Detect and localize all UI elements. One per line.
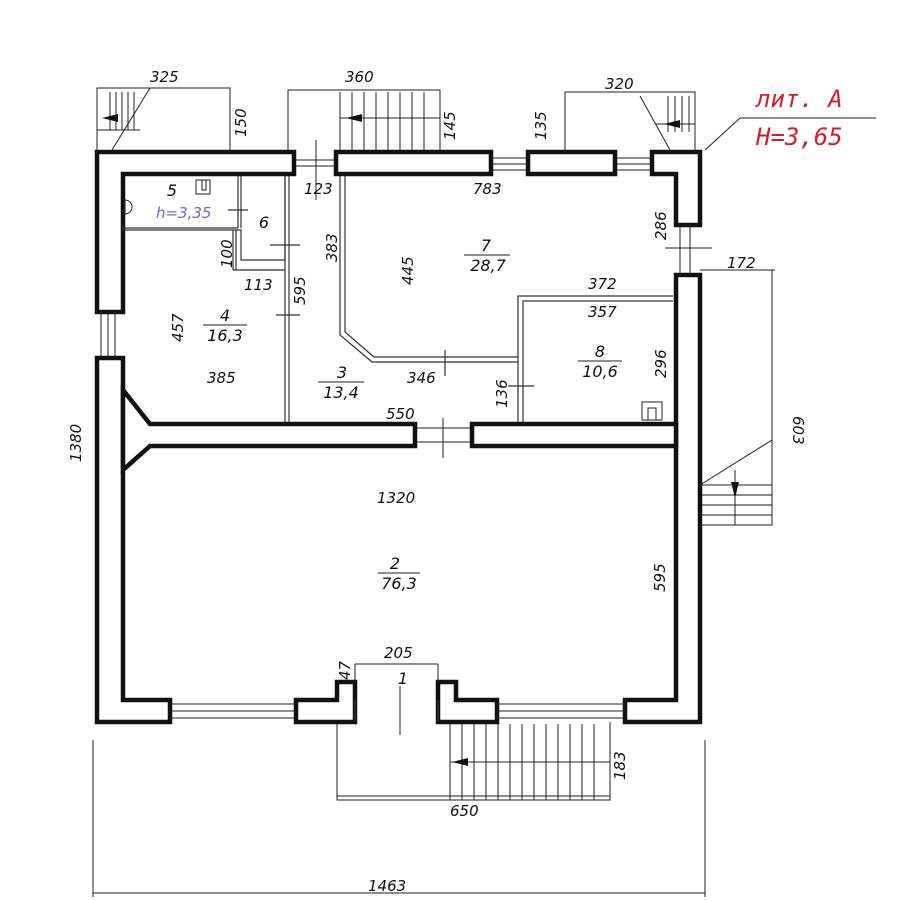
stair-top-left <box>96 87 231 151</box>
dim-hall-top: 550 <box>386 405 415 423</box>
room-8-number: 8 <box>595 342 605 361</box>
room-1-number: 1 <box>398 669 408 688</box>
dim-overall-height: 1380 <box>67 424 85 462</box>
room-labels: 2 76,3 7 28,7 4 16,3 3 13,4 8 10,6 5 h=3… <box>156 181 622 688</box>
dim-hall-width: 1320 <box>377 489 415 507</box>
dim-room4-width-b: 385 <box>207 369 236 387</box>
windows <box>100 140 712 735</box>
room-2-area: 76,3 <box>381 574 417 593</box>
dim-right-window: 286 <box>652 211 670 240</box>
outer-walls <box>94 149 703 725</box>
stair-top-mid <box>287 89 441 150</box>
building-label: лит. А H=3,65 <box>755 85 843 151</box>
dim-room3-width: 346 <box>407 369 436 387</box>
dim-room3-depth: 383 <box>323 233 341 262</box>
stair-arrow-icon <box>102 114 118 122</box>
interior-wall <box>120 383 679 476</box>
stair-right <box>699 269 773 526</box>
dim-room8-depth: 296 <box>652 349 670 378</box>
dim-top-stair-mid-depth: 145 <box>441 111 459 140</box>
stair-arrow-icon <box>731 482 739 498</box>
stair-arrow-icon <box>664 120 680 128</box>
room-7-area: 28,7 <box>470 256 506 275</box>
room-4-number: 4 <box>220 306 230 325</box>
room-2-number: 2 <box>390 554 400 573</box>
dim-entry-depth: 47 <box>336 660 354 680</box>
dim-top-stair-right-width: 320 <box>605 75 634 93</box>
dim-right-ext: 172 <box>727 254 756 272</box>
dim-hall-depth: 595 <box>651 563 669 592</box>
dim-overall-width: 1463 <box>368 877 406 895</box>
dim-entry-width: 205 <box>384 644 413 662</box>
dim-room7-depth: 445 <box>399 256 417 285</box>
room-4-area: 16,3 <box>207 326 243 345</box>
dim-room3-side: 136 <box>493 379 511 408</box>
room-8-area: 10,6 <box>582 362 618 381</box>
dim-top-stair-mid-width: 360 <box>345 68 374 86</box>
dim-room4-wall: 100 <box>218 239 236 268</box>
room-5-number: 5 <box>167 181 177 200</box>
dim-room7-width: 783 <box>473 180 502 198</box>
dim-room4-depth: 457 <box>169 313 187 342</box>
dim-room4-width: 113 <box>244 276 273 294</box>
dim-top-stair-left-depth: 150 <box>232 108 250 137</box>
room-6-number: 6 <box>259 213 269 232</box>
height-label: H=3,65 <box>755 123 843 151</box>
dim-top-stair-left-width: 325 <box>150 68 179 86</box>
dimension-lines <box>92 117 876 897</box>
dim-room8-top: 372 <box>588 275 617 293</box>
dim-top-stair-right-depth: 135 <box>532 111 550 140</box>
dim-front-stair-width: 650 <box>450 802 479 820</box>
dim-front-stair-depth: 183 <box>611 751 629 780</box>
room-height-note: h=3,35 <box>156 204 211 222</box>
room-3-area: 13,4 <box>323 383 359 402</box>
room-7-number: 7 <box>481 236 492 255</box>
dim-room8-width: 357 <box>588 303 617 321</box>
room-3-number: 3 <box>337 363 347 382</box>
stair-arrow-icon <box>452 758 468 766</box>
stair-top-right <box>564 91 696 151</box>
stair-arrow-icon <box>346 114 362 122</box>
dimension-labels: 325 150 360 145 320 135 123 783 286 445 … <box>67 68 807 895</box>
dim-top-opening: 123 <box>304 180 333 198</box>
stair-front <box>336 722 611 801</box>
dim-room3-len: 595 <box>291 276 309 305</box>
dim-right-stair-len: 603 <box>789 416 807 445</box>
partitions <box>122 176 673 722</box>
lit-label: лит. А <box>755 85 843 113</box>
